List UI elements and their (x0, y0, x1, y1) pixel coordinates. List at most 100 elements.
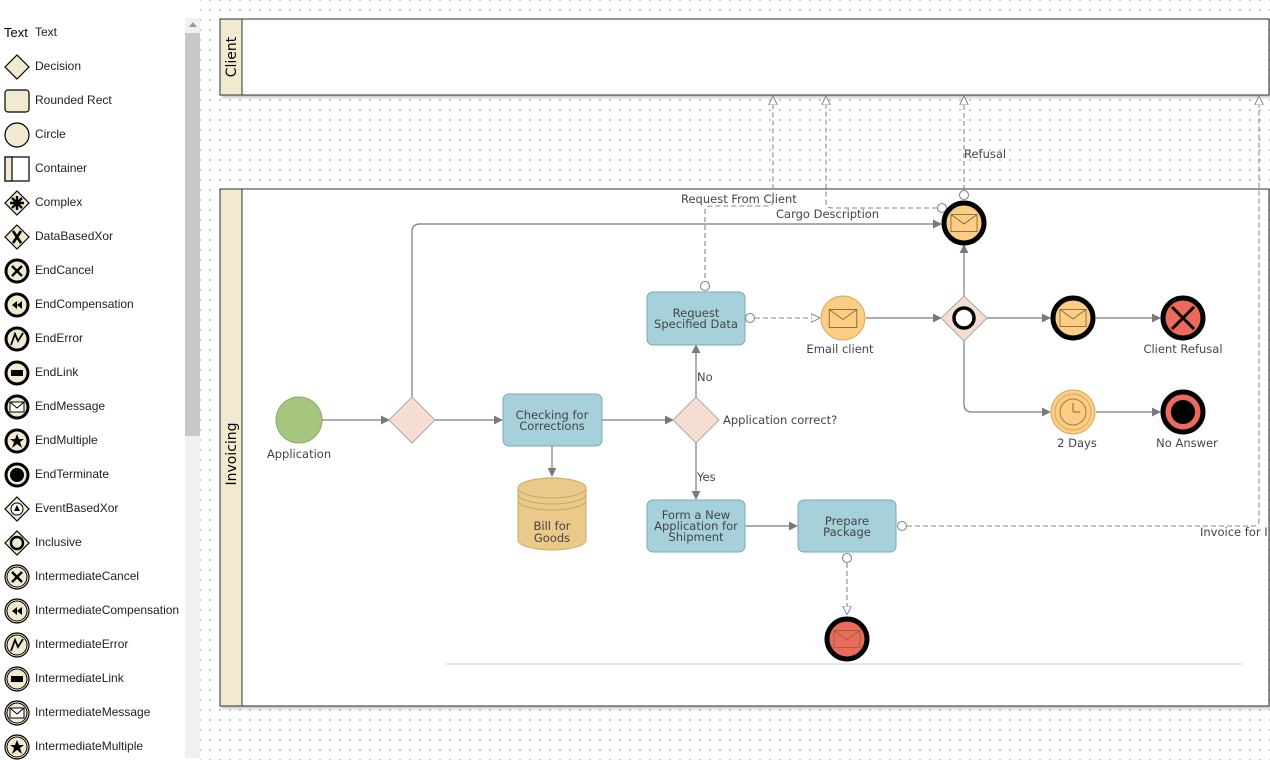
task-form-new-application[interactable]: Form a New Application for Shipment (646, 499, 746, 553)
lane-invoicing-title: Invoicing (224, 422, 240, 485)
intermediate-error-icon (3, 631, 31, 659)
palette-item-label: Container (35, 161, 88, 175)
event-client-refusal[interactable] (1160, 295, 1206, 341)
lane-invoicing[interactable]: Invoicing (219, 188, 1270, 707)
intermediate-compensation-icon (3, 597, 31, 625)
intermediate-multiple-icon (3, 733, 31, 760)
palette-item-label: EndError (35, 331, 84, 345)
palette-item-end-terminate[interactable]: EndTerminate (0, 457, 185, 491)
palette-item-label: Complex (35, 195, 83, 209)
palette-item-rounded-rect[interactable]: Rounded Rect (0, 83, 185, 117)
palette-item-label: IntermediateCompensation (35, 603, 180, 617)
palette-item-label: Circle (35, 127, 66, 141)
palette-item-label: EndMessage (35, 399, 106, 413)
task-request-specified-data[interactable]: Request Specified Data (646, 291, 746, 346)
palette-item-decision[interactable]: Decision (0, 49, 185, 83)
task-form-line3: Shipment (668, 530, 724, 544)
msg-cargo-to-client (826, 97, 937, 209)
palette-item-label: EndTerminate (35, 467, 110, 481)
container-icon (3, 155, 31, 183)
end-message-icon (3, 393, 31, 421)
complex-gateway-icon (3, 189, 31, 217)
label-request-from-client: Request From Client (681, 192, 797, 206)
event-end-message[interactable] (1050, 295, 1096, 341)
datastore-label-line2: Goods (534, 531, 570, 545)
intermediate-link-icon (3, 665, 31, 693)
task-form-line2: Application for (654, 519, 738, 533)
palette-item-event-based-xor[interactable]: EventBasedXor (0, 491, 185, 525)
palette-item-data-based-xor[interactable]: DataBasedXor (0, 219, 185, 253)
intermediate-cancel-icon (3, 563, 31, 591)
end-terminate-icon (3, 461, 31, 489)
palette-item-inclusive-gateway[interactable]: Inclusive (0, 525, 185, 559)
datastore-bill-for-goods[interactable]: Bill for Goods (517, 477, 587, 551)
event-timer-2-days[interactable] (1050, 389, 1096, 435)
datastore-label-line1: Bill for (534, 519, 571, 533)
palette-item-label: EndCancel (35, 263, 94, 277)
palette-item-end-message[interactable]: EndMessage (0, 389, 185, 423)
inclusive-gateway-icon (3, 529, 31, 557)
palette-item-circle[interactable]: Circle (0, 117, 185, 151)
task-request-line1: Request (673, 306, 720, 320)
palette-item-label: Decision (35, 59, 82, 73)
palette-item-label: EndMultiple (35, 433, 98, 447)
palette-item-label: EventBasedXor (35, 501, 119, 515)
palette-scrollbar-thumb[interactable] (185, 33, 200, 436)
palette-item-label: Inclusive (35, 535, 82, 549)
label-invoice-for: Invoice for I (1200, 525, 1268, 539)
palette-item-end-multiple[interactable]: EndMultiple (0, 423, 185, 457)
text-icon: Text (4, 25, 28, 40)
palette-item-container[interactable]: Container (0, 151, 185, 185)
event-end-message-bottom[interactable] (824, 616, 870, 662)
data-based-xor-icon (3, 223, 31, 251)
end-cancel-icon (3, 257, 31, 285)
start-event[interactable] (275, 396, 323, 444)
circle-icon (3, 121, 31, 149)
palette-item-intermediate-error[interactable]: IntermediateError (0, 627, 185, 661)
lane-client[interactable]: Client (219, 18, 1270, 96)
rounded-rect-icon (3, 87, 31, 115)
flow-gateway-to-cargo (411, 219, 942, 397)
diagram-labels: Application Email client Client Refusal … (267, 147, 1268, 539)
msg-invoice-to-client (907, 97, 1259, 527)
label-cargo-description: Cargo Description (776, 207, 879, 221)
scroll-up-arrow[interactable] (185, 18, 200, 32)
palette-item-end-link[interactable]: EndLink (0, 355, 185, 389)
palette-item-intermediate-link[interactable]: IntermediateLink (0, 661, 185, 695)
label-application-correct: Application correct? (723, 413, 837, 427)
palette-item-label: IntermediateError (35, 637, 129, 651)
palette-item-end-cancel[interactable]: EndCancel (0, 253, 185, 287)
connectors (322, 219, 1161, 531)
palette-item-label: IntermediateLink (35, 671, 124, 685)
palette-item-intermediate-compensation[interactable]: IntermediateCompensation (0, 593, 185, 627)
diagram-canvas[interactable]: Client Invoicing (200, 0, 1270, 760)
gateway-split[interactable] (388, 396, 436, 444)
gateway-application-correct[interactable] (672, 396, 720, 444)
palette-item-label: EndLink (35, 365, 79, 379)
event-based-gateway[interactable] (940, 295, 988, 342)
palette-item-intermediate-message[interactable]: IntermediateMessage (0, 695, 185, 729)
palette-item-end-error[interactable]: EndError (0, 321, 185, 355)
label-no: No (697, 370, 713, 384)
message-flow-origins (699, 189, 970, 564)
lane-client-title: Client (224, 36, 240, 77)
bpmn-diagram: Client Invoicing (219, 18, 1270, 707)
event-no-answer[interactable] (1160, 389, 1206, 435)
palette-item-end-compensation[interactable]: EndCompensation (0, 287, 185, 321)
task-form-line1: Form a New (662, 508, 730, 522)
palette-item-intermediate-cancel[interactable]: IntermediateCancel (0, 559, 185, 593)
palette-item-intermediate-multiple[interactable]: IntermediateMultiple (0, 729, 185, 760)
task-prepare-package[interactable]: Prepare Package (797, 499, 897, 553)
palette-item-label: Rounded Rect (35, 93, 112, 107)
palette-item-complex-gateway[interactable]: Complex (0, 185, 185, 219)
message-flows (704, 97, 1259, 614)
event-cargo-description[interactable] (941, 200, 987, 246)
label-email-client: Email client (806, 342, 874, 356)
palette-item-label: DataBasedXor (35, 229, 114, 243)
event-email-client[interactable] (820, 295, 866, 341)
end-link-icon (3, 359, 31, 387)
label-refusal: Refusal (964, 147, 1006, 161)
task-checking-for-corrections[interactable]: Checking for Corrections (502, 393, 603, 447)
